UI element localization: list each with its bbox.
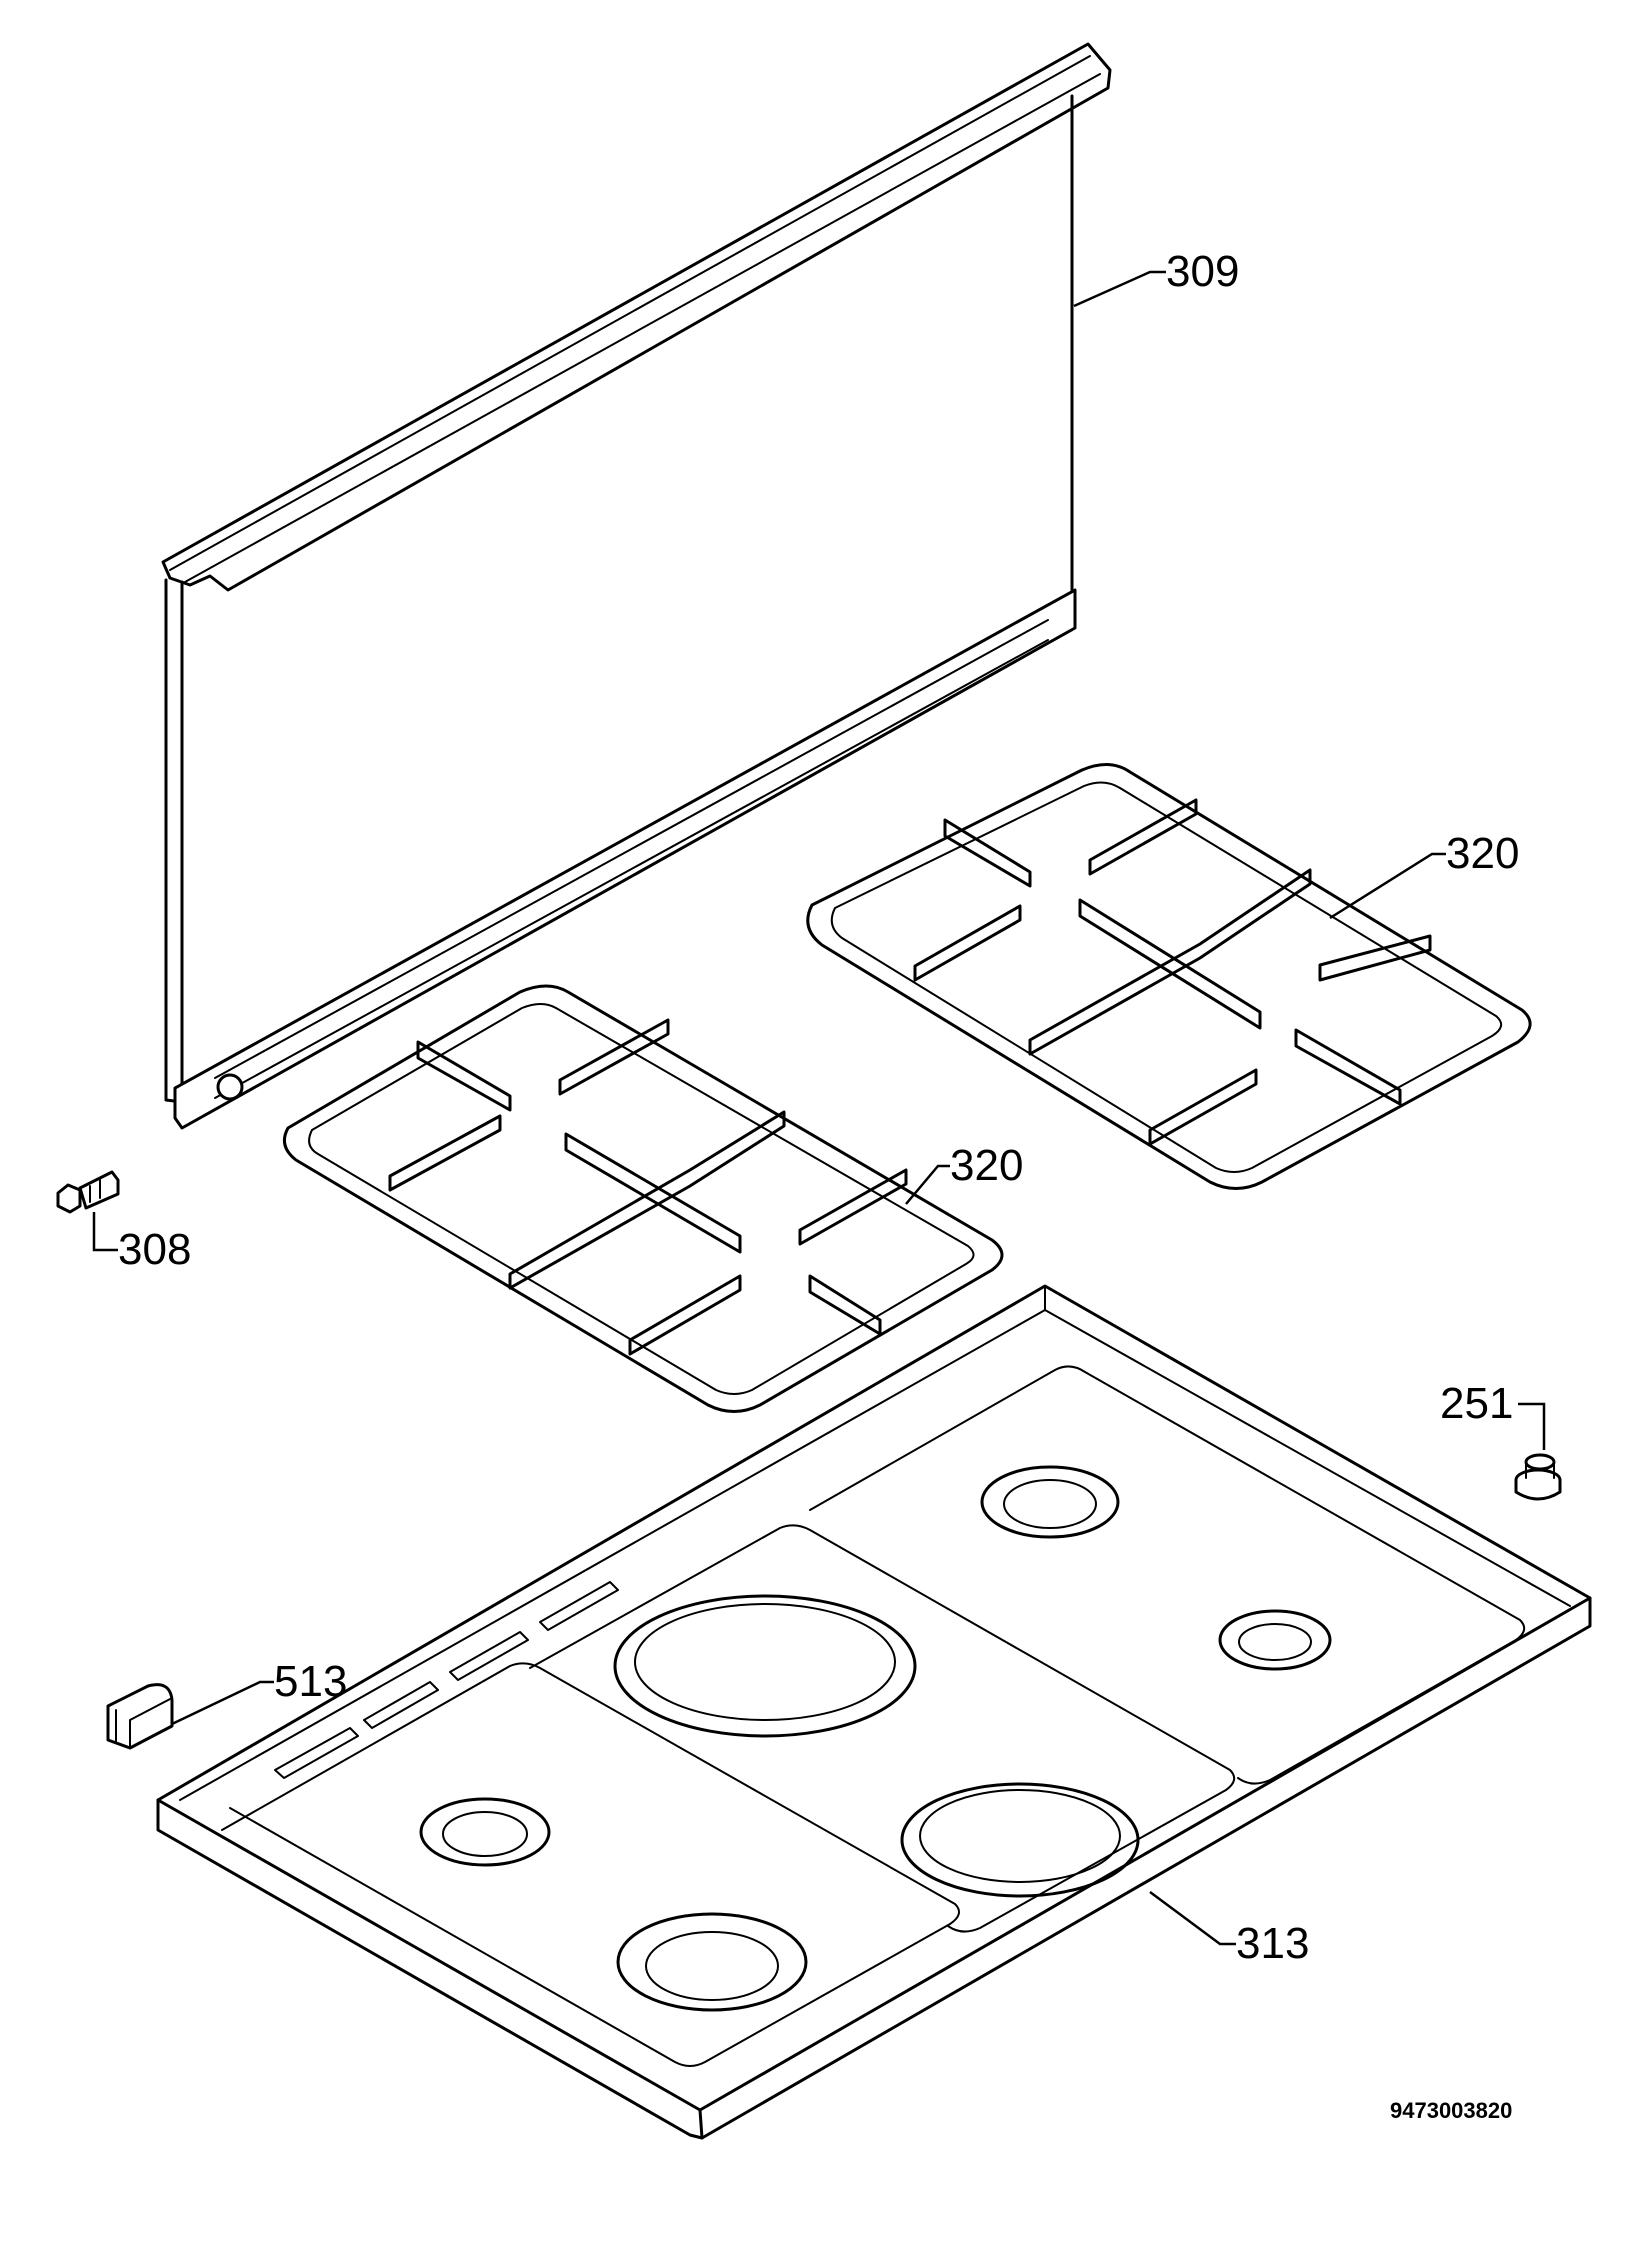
pan-support-right-part xyxy=(806,763,1532,1190)
clip-part xyxy=(106,1683,174,1750)
foot-part xyxy=(1514,1453,1562,1501)
callout-320-right: 320 xyxy=(1446,829,1519,878)
callout-513: 513 xyxy=(274,1657,347,1706)
document-number: 9473003820 xyxy=(1390,2098,1512,2123)
callout-320-left: 320 xyxy=(950,1141,1023,1190)
callout-251: 251 xyxy=(1440,1379,1513,1428)
callout-309: 309 xyxy=(1166,247,1239,296)
hob-top-part xyxy=(156,1284,1592,2140)
leader-lines xyxy=(92,270,1546,1946)
callout-308: 308 xyxy=(118,1225,191,1274)
glass-lid-part xyxy=(161,42,1112,1130)
hinge-screw-part xyxy=(56,1170,120,1214)
callout-313: 313 xyxy=(1236,1919,1309,1968)
pan-support-left-part xyxy=(282,984,1004,1413)
